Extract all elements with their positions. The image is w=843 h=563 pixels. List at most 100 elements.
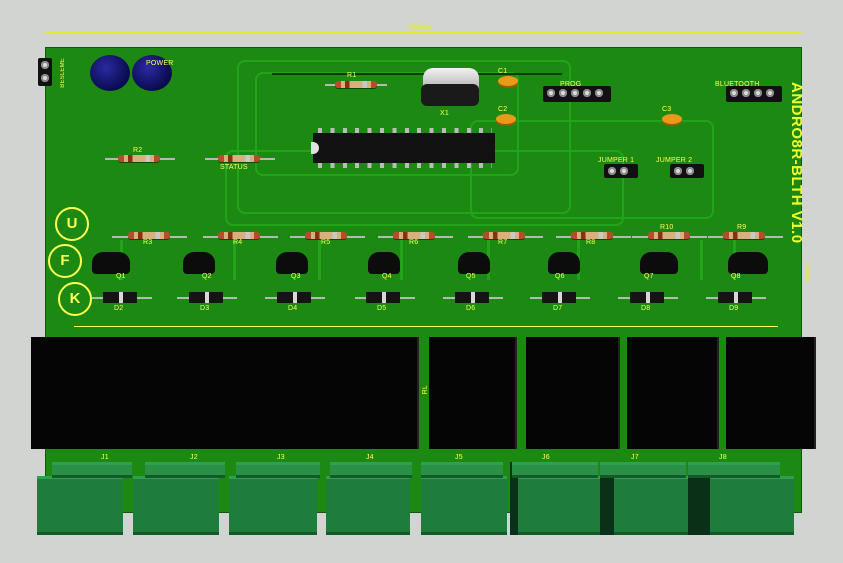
terminal-j3[interactable]	[229, 476, 317, 535]
q2-label: Q2	[202, 273, 212, 280]
transistor-q4	[368, 252, 400, 274]
terminal-j2-top	[145, 462, 225, 478]
transistor-q8	[728, 252, 768, 274]
r3-resistor	[128, 232, 170, 239]
circle-label-f: F	[48, 244, 82, 278]
r9-label: R9	[737, 224, 747, 231]
diode-d3-band	[205, 292, 209, 303]
trace-loop-right	[470, 120, 714, 219]
d5-label: D5	[377, 305, 387, 312]
diode-d8-band	[646, 292, 650, 303]
terminal-j7-side	[600, 462, 614, 535]
r3-label: R3	[143, 239, 153, 246]
x1-label: X1	[440, 110, 449, 117]
transistor-q3	[276, 252, 308, 274]
bluetooth-pin-4	[766, 89, 774, 97]
q3-label: Q3	[291, 273, 301, 280]
transistor-q2	[183, 252, 215, 274]
j1-label: J1	[101, 454, 109, 461]
bluetooth-pin-3	[754, 89, 762, 97]
terminal-j2[interactable]	[133, 476, 219, 535]
d4-label: D4	[288, 305, 298, 312]
r7-resistor	[483, 232, 525, 239]
q7-label: Q7	[644, 273, 654, 280]
prog-pin-3	[571, 89, 579, 97]
d8-label: D8	[641, 305, 651, 312]
terminal-j1-top	[52, 462, 132, 478]
r2-resistor	[118, 155, 160, 162]
rl-label: RL	[422, 385, 429, 395]
jumper2-pin-1	[674, 167, 682, 175]
terminal-j7-top	[600, 462, 686, 478]
dimension-line-top	[45, 32, 802, 33]
r10-resistor	[648, 232, 690, 239]
bluetooth-label: BLUETOOTH	[715, 81, 760, 88]
q8-label: Q8	[731, 273, 741, 280]
prog-pin-1	[547, 89, 555, 97]
j3-label: J3	[277, 454, 285, 461]
relay-outlines	[74, 326, 778, 339]
terminal-j4-top	[330, 462, 412, 478]
r2-label: R2	[133, 147, 143, 154]
chip-pins-bottom	[318, 163, 492, 168]
circle-label-u: U	[55, 207, 89, 241]
prog-pin-5	[595, 89, 603, 97]
relay-1	[31, 337, 133, 449]
d7-label: D7	[553, 305, 563, 312]
besleme-label: BESLEME	[60, 58, 66, 88]
terminal-j5[interactable]	[421, 476, 507, 535]
jumper1-label: JUMPER 1	[598, 157, 635, 164]
circle-label-k: K	[58, 282, 92, 316]
transistor-q1	[92, 252, 130, 274]
j8-label: J8	[719, 454, 727, 461]
dimension-label-right: 83mm	[803, 262, 810, 282]
terminal-j5-top	[421, 462, 503, 478]
jumper2-label: JUMPER 2	[656, 157, 693, 164]
trace-q7	[700, 240, 703, 280]
relay-5	[429, 337, 517, 449]
power-pin-1	[41, 61, 49, 69]
r1-resistor	[335, 81, 377, 88]
q6-label: Q6	[555, 273, 565, 280]
dimension-label-top: 130mm	[408, 24, 432, 31]
terminal-j8[interactable]	[710, 476, 794, 535]
terminal-j4[interactable]	[326, 476, 410, 535]
j6-label: J6	[542, 454, 550, 461]
power-pin-2	[41, 74, 49, 82]
diode-d9-band	[734, 292, 738, 303]
capacitor-c1	[498, 76, 518, 86]
relay-4	[327, 337, 419, 449]
r10-label: R10	[660, 224, 674, 231]
q1-label: Q1	[116, 273, 126, 280]
power-led-1	[90, 55, 130, 91]
bluetooth-pin-1	[730, 89, 738, 97]
microcontroller-chip	[313, 133, 495, 163]
chip-pins-top	[318, 128, 492, 133]
trace-q2	[233, 240, 236, 280]
c3-label: C3	[662, 106, 672, 113]
crystal-x1-base	[421, 84, 479, 106]
diode-d6-band	[471, 292, 475, 303]
prog-pin-4	[583, 89, 591, 97]
j2-label: J2	[190, 454, 198, 461]
power-label: POWER	[146, 60, 174, 67]
terminal-j1[interactable]	[37, 476, 123, 535]
r4-label: R4	[233, 239, 243, 246]
power-led-2	[132, 55, 172, 91]
r5-label: R5	[321, 239, 331, 246]
trace-q3	[318, 240, 321, 280]
prog-label: PROG	[560, 81, 582, 88]
r4-resistor	[218, 232, 260, 239]
capacitor-c2	[496, 114, 516, 124]
r5-resistor	[305, 232, 347, 239]
terminal-j6[interactable]	[518, 476, 604, 535]
terminal-j3-top	[236, 462, 320, 478]
status-resistor	[218, 155, 260, 162]
q4-label: Q4	[382, 273, 392, 280]
terminal-j7[interactable]	[614, 476, 700, 535]
transistor-q5	[458, 252, 490, 274]
diode-d2-band	[119, 292, 123, 303]
board-title: ANDRO8R-BLTH V1.0	[788, 82, 805, 244]
transistor-q7	[640, 252, 678, 274]
r1-label: R1	[347, 72, 357, 79]
